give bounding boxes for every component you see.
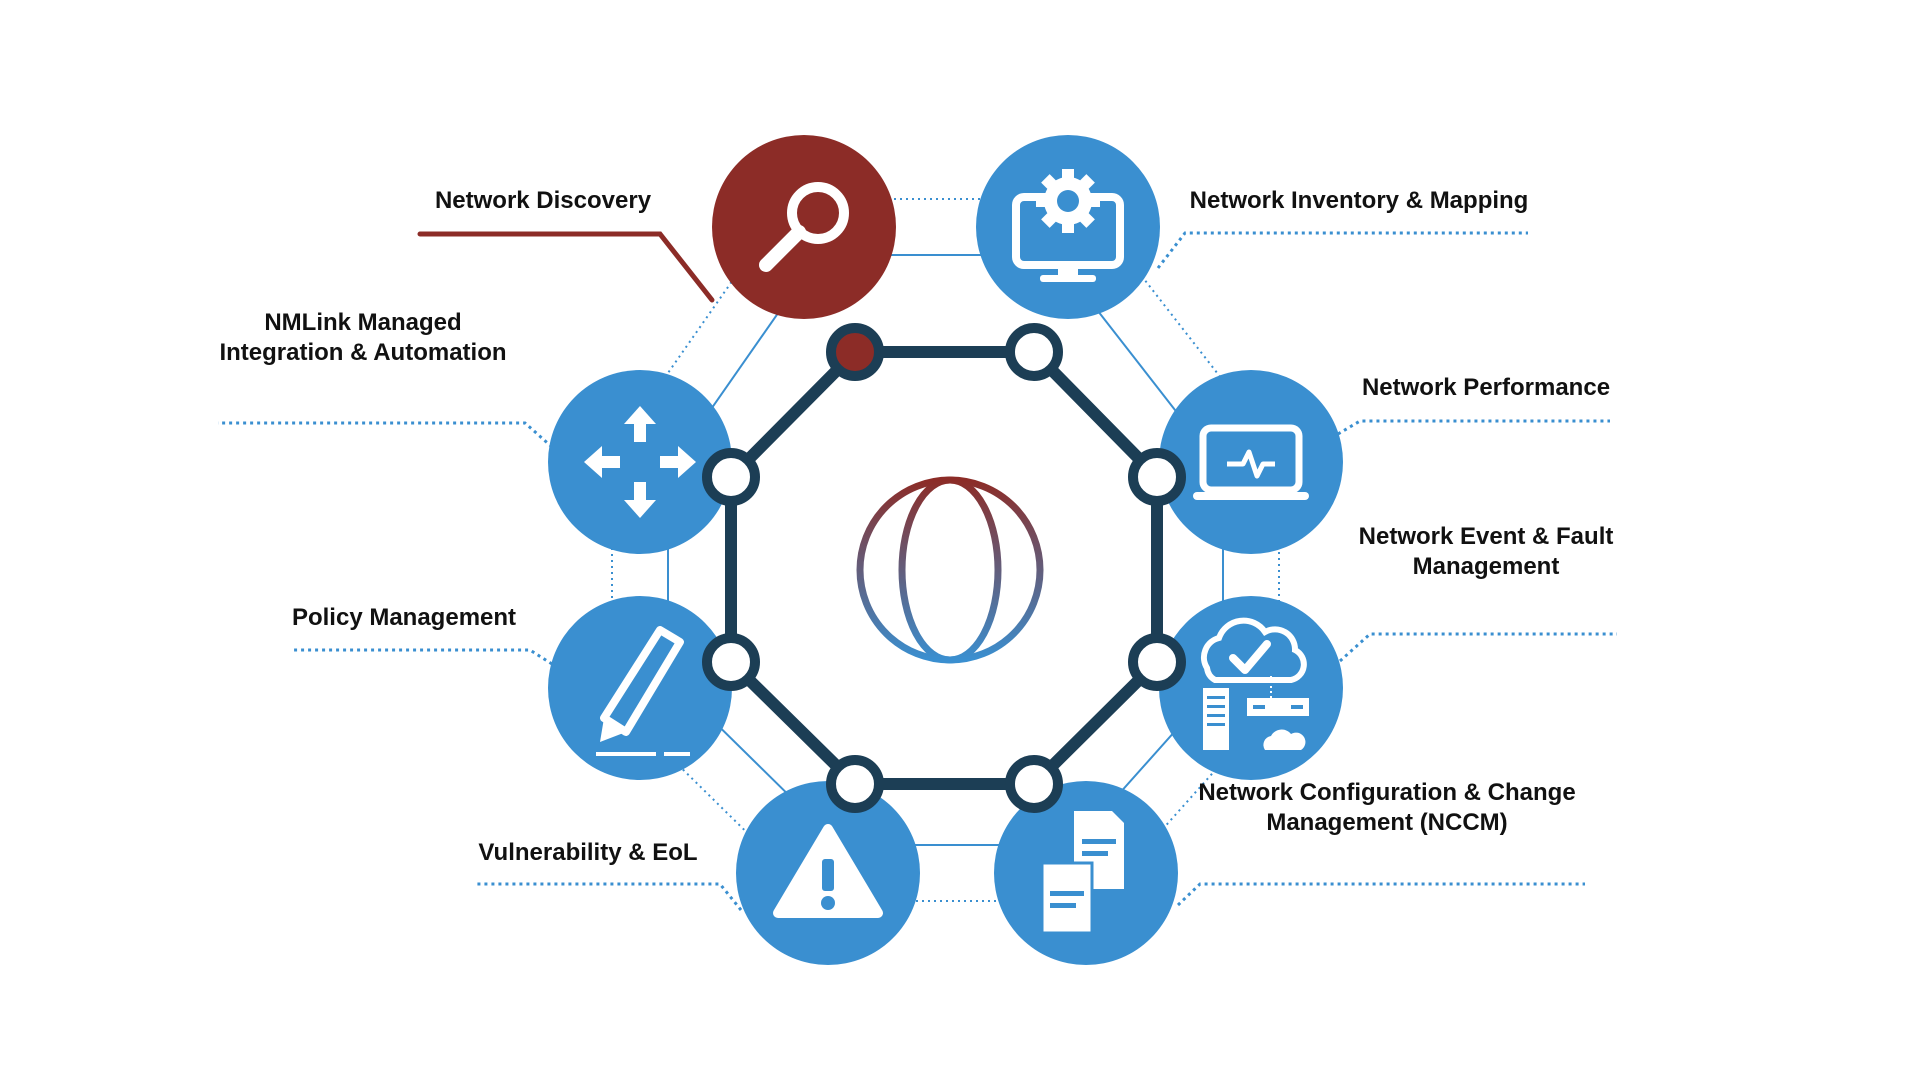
leader-line-nccm	[1176, 882, 1585, 907]
label-vulnerability-eol: Vulnerability & EoL	[478, 839, 697, 866]
ring-node-nccm	[1005, 755, 1063, 813]
documents-icon	[1040, 811, 1124, 935]
ring-node-vulnerability-eol	[826, 755, 884, 813]
module-network-discovery[interactable]	[712, 135, 896, 319]
label-network-event-fault-line-1: Network Event & Fault	[1359, 523, 1614, 550]
module-labels: Network Discovery Network Inventory & Map…	[219, 187, 1613, 866]
globe-icon	[856, 476, 1044, 664]
label-nmlink-integration-line-2: Integration & Automation	[219, 339, 506, 366]
module-circles	[548, 135, 1343, 965]
module-circle-policy-management[interactable]	[548, 596, 732, 780]
warning-triangle-icon	[773, 824, 883, 918]
leader-line-network-inventory-mapping	[1156, 231, 1528, 269]
module-nmlink-integration[interactable]	[548, 370, 732, 554]
leader-line-policy-management	[293, 648, 553, 666]
module-network-inventory-mapping[interactable]	[976, 135, 1160, 319]
ring-node-network-inventory-mapping	[1005, 323, 1063, 381]
move-arrows-icon	[584, 406, 696, 518]
cloud-server-check-icon	[1200, 617, 1309, 750]
ring-node-nmlink-integration	[702, 448, 760, 506]
laptop-pulse-icon	[1193, 424, 1309, 500]
module-network-performance[interactable]	[1159, 370, 1343, 554]
module-vulnerability-eol[interactable]	[736, 781, 920, 965]
label-network-performance: Network Performance	[1362, 374, 1610, 401]
leader-line-network-discovery	[417, 231, 715, 303]
inner-octagon-ring	[702, 323, 1186, 813]
label-network-discovery: Network Discovery	[435, 187, 652, 214]
leader-line-network-performance	[1337, 419, 1610, 436]
label-network-event-fault-line-2: Management	[1413, 553, 1560, 580]
ring-node-network-discovery	[826, 323, 884, 381]
ring-node-network-event-fault	[1128, 633, 1186, 691]
pencil-icon	[596, 626, 690, 756]
leader-line-vulnerability-eol	[476, 882, 743, 911]
module-nccm[interactable]	[994, 781, 1178, 965]
label-nccm-line-1: Network Configuration & Change	[1198, 779, 1575, 806]
leader-line-nmlink-integration	[218, 421, 553, 449]
module-policy-management[interactable]	[548, 596, 732, 780]
monitor-gear-icon	[1012, 169, 1124, 282]
module-network-event-fault[interactable]	[1159, 596, 1343, 780]
leader-line-network-event-fault	[1338, 632, 1617, 663]
module-circle-network-discovery[interactable]	[712, 135, 896, 319]
label-nmlink-integration-line-1: NMLink Managed	[264, 309, 461, 336]
label-policy-management: Policy Management	[292, 604, 516, 631]
ring-node-network-performance	[1128, 448, 1186, 506]
module-circle-nmlink-integration[interactable]	[548, 370, 732, 554]
magnifier-icon	[759, 182, 849, 272]
label-nccm-line-2: Management (NCCM)	[1266, 809, 1507, 836]
label-leader-lines	[218, 231, 1617, 911]
ring-node-policy-management	[702, 633, 760, 691]
label-network-inventory-mapping: Network Inventory & Mapping	[1190, 187, 1529, 214]
outer-connector-lines	[611, 198, 1280, 902]
